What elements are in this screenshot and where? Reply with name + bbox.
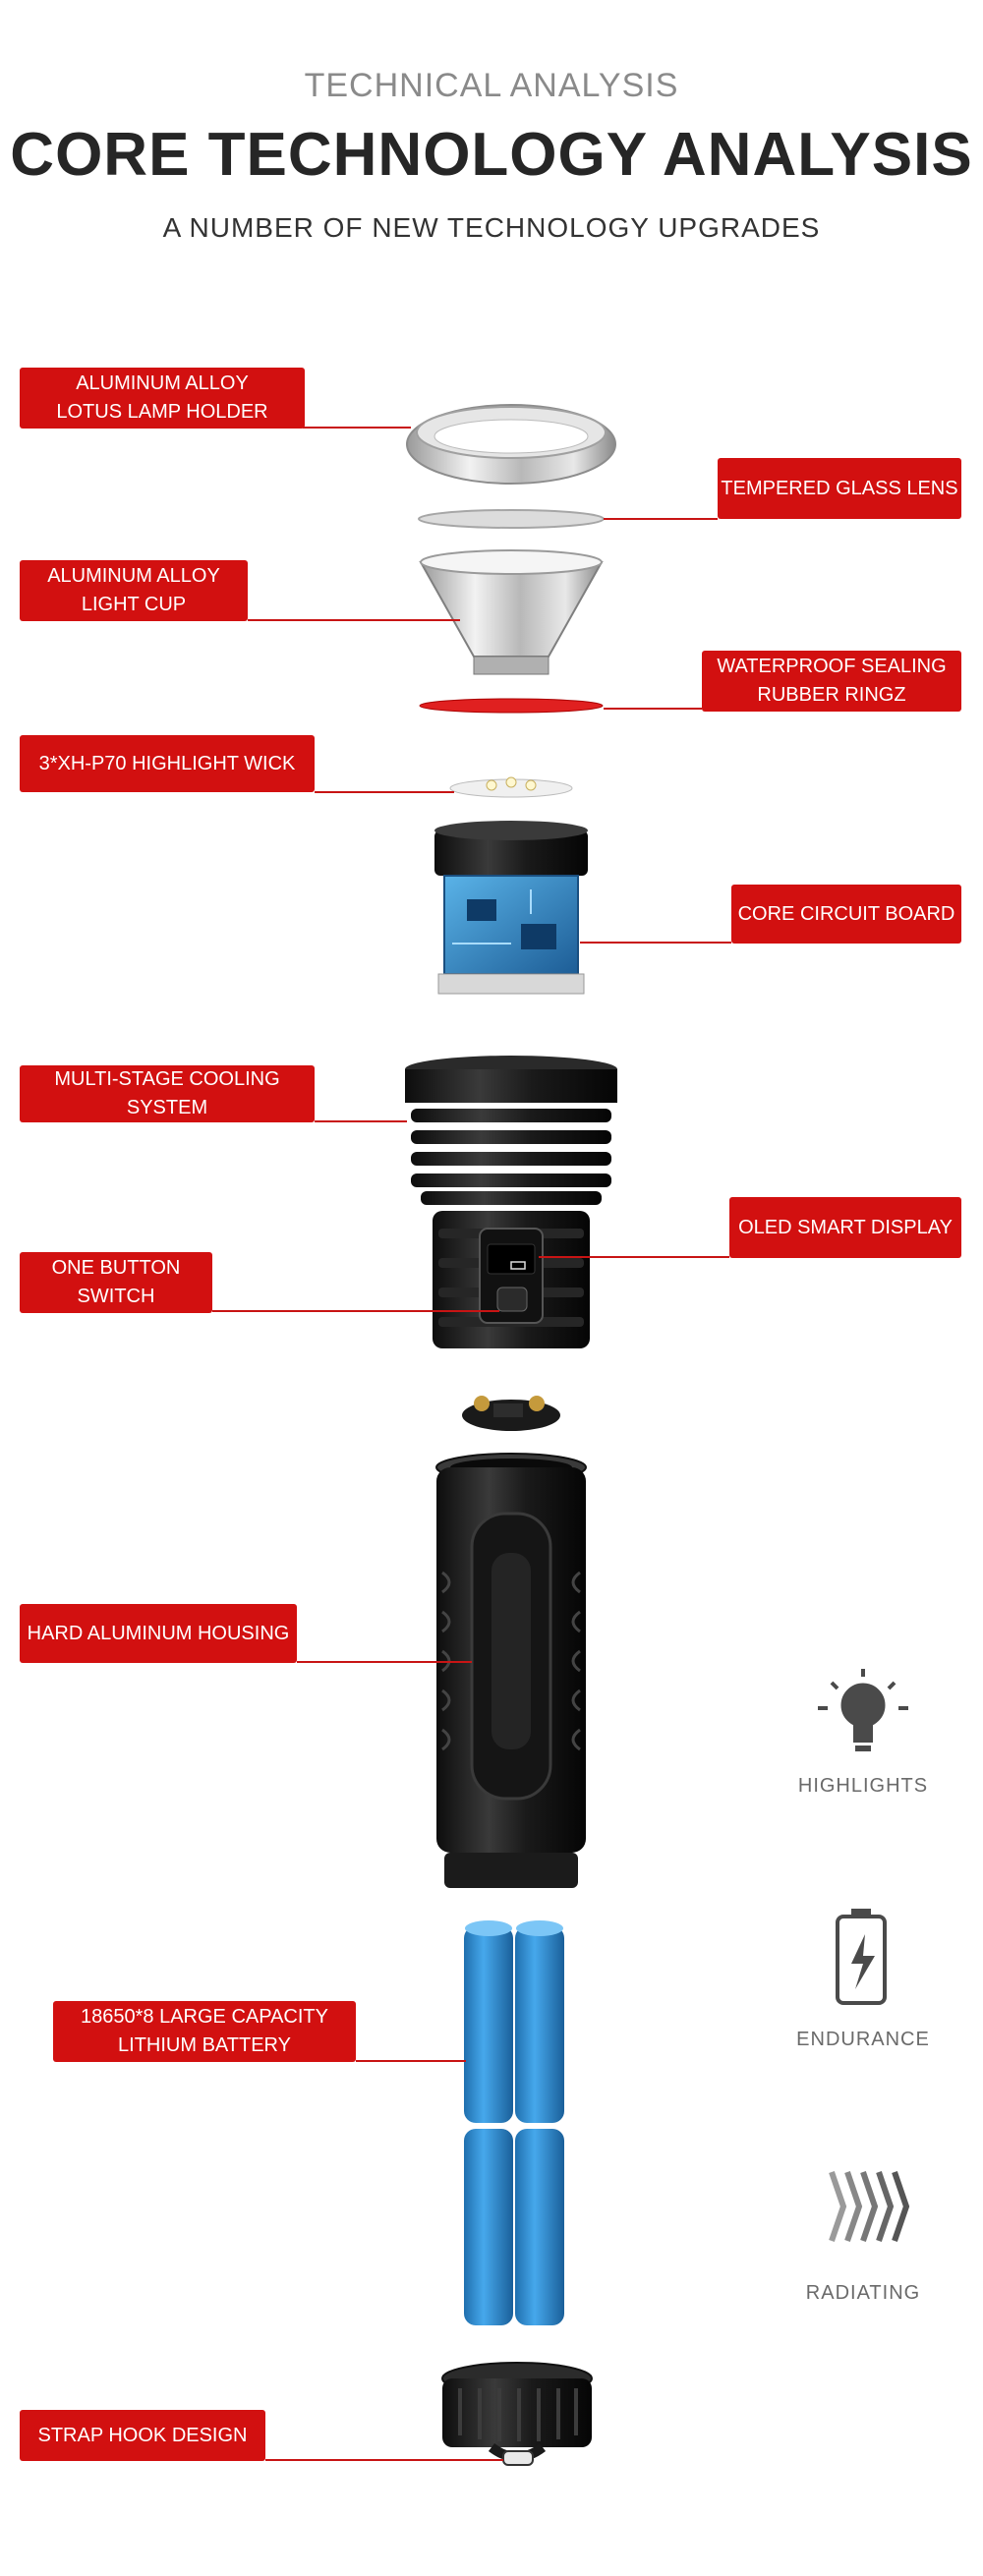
leader-cooling — [315, 1120, 407, 1122]
lithium-batteries — [464, 1920, 564, 2325]
leader-strap-hook — [265, 2459, 503, 2461]
leader-lamp-holder — [303, 427, 411, 429]
feature-label-radiating: RADIATING — [805, 2282, 921, 2304]
core-circuit-board — [434, 821, 588, 995]
callout-lamp-holder: ALUMINUM ALLOY LOTUS LAMP HOLDER — [20, 368, 305, 429]
lotus-lamp-holder — [406, 404, 616, 485]
header-kicker: TECHNICAL ANALYSIS — [304, 67, 679, 104]
flashlight-head — [405, 1056, 617, 1348]
light-bulb-icon — [818, 1669, 908, 1751]
callout-housing: HARD ALUMINUM HOUSING — [20, 1604, 297, 1663]
page-title: CORE TECHNOLOGY ANALYSIS — [10, 121, 973, 189]
callout-wick: 3*XH-P70 HIGHLIGHT WICK — [20, 735, 315, 792]
battery-bolt-icon — [836, 1909, 887, 2005]
leader-glass-lens — [604, 518, 718, 520]
feature-label-highlights: HIGHLIGHTS — [797, 1775, 929, 1797]
heat-waves-icon — [829, 2171, 910, 2242]
aluminum-housing — [435, 1453, 587, 1888]
tempered-glass-lens — [418, 509, 605, 529]
callout-sealing-ring: WATERPROOF SEALING RUBBER RINGZ — [702, 651, 961, 712]
sealing-ring — [419, 698, 604, 714]
leader-one-button — [212, 1310, 499, 1312]
leader-wick — [315, 791, 454, 793]
tail-cap — [441, 2362, 593, 2466]
leader-sealing-ring — [604, 708, 702, 710]
led-wick — [449, 776, 573, 798]
light-cup — [419, 549, 604, 675]
callout-strap-hook: STRAP HOOK DESIGN — [20, 2410, 265, 2461]
leader-battery — [356, 2060, 466, 2062]
page-subtitle: A NUMBER OF NEW TECHNOLOGY UPGRADES — [162, 212, 821, 243]
callout-one-button: ONE BUTTON SWITCH — [20, 1252, 212, 1313]
callout-glass-lens: TEMPERED GLASS LENS — [718, 458, 961, 519]
feature-label-endurance: ENDURANCE — [796, 2029, 930, 2050]
callout-light-cup: ALUMINUM ALLOY LIGHT CUP — [20, 560, 248, 621]
callout-cooling: MULTI-STAGE COOLING SYSTEM — [20, 1065, 315, 1122]
contact-plate — [462, 1396, 560, 1431]
leader-housing — [297, 1661, 472, 1663]
callout-battery: 18650*8 LARGE CAPACITY LITHIUM BATTERY — [53, 2001, 356, 2062]
leader-oled — [539, 1256, 729, 1258]
callout-circuit-board: CORE CIRCUIT BOARD — [731, 885, 961, 944]
callout-oled: OLED SMART DISPLAY — [729, 1197, 961, 1258]
leader-light-cup — [248, 619, 460, 621]
leader-circuit-board — [580, 942, 731, 944]
